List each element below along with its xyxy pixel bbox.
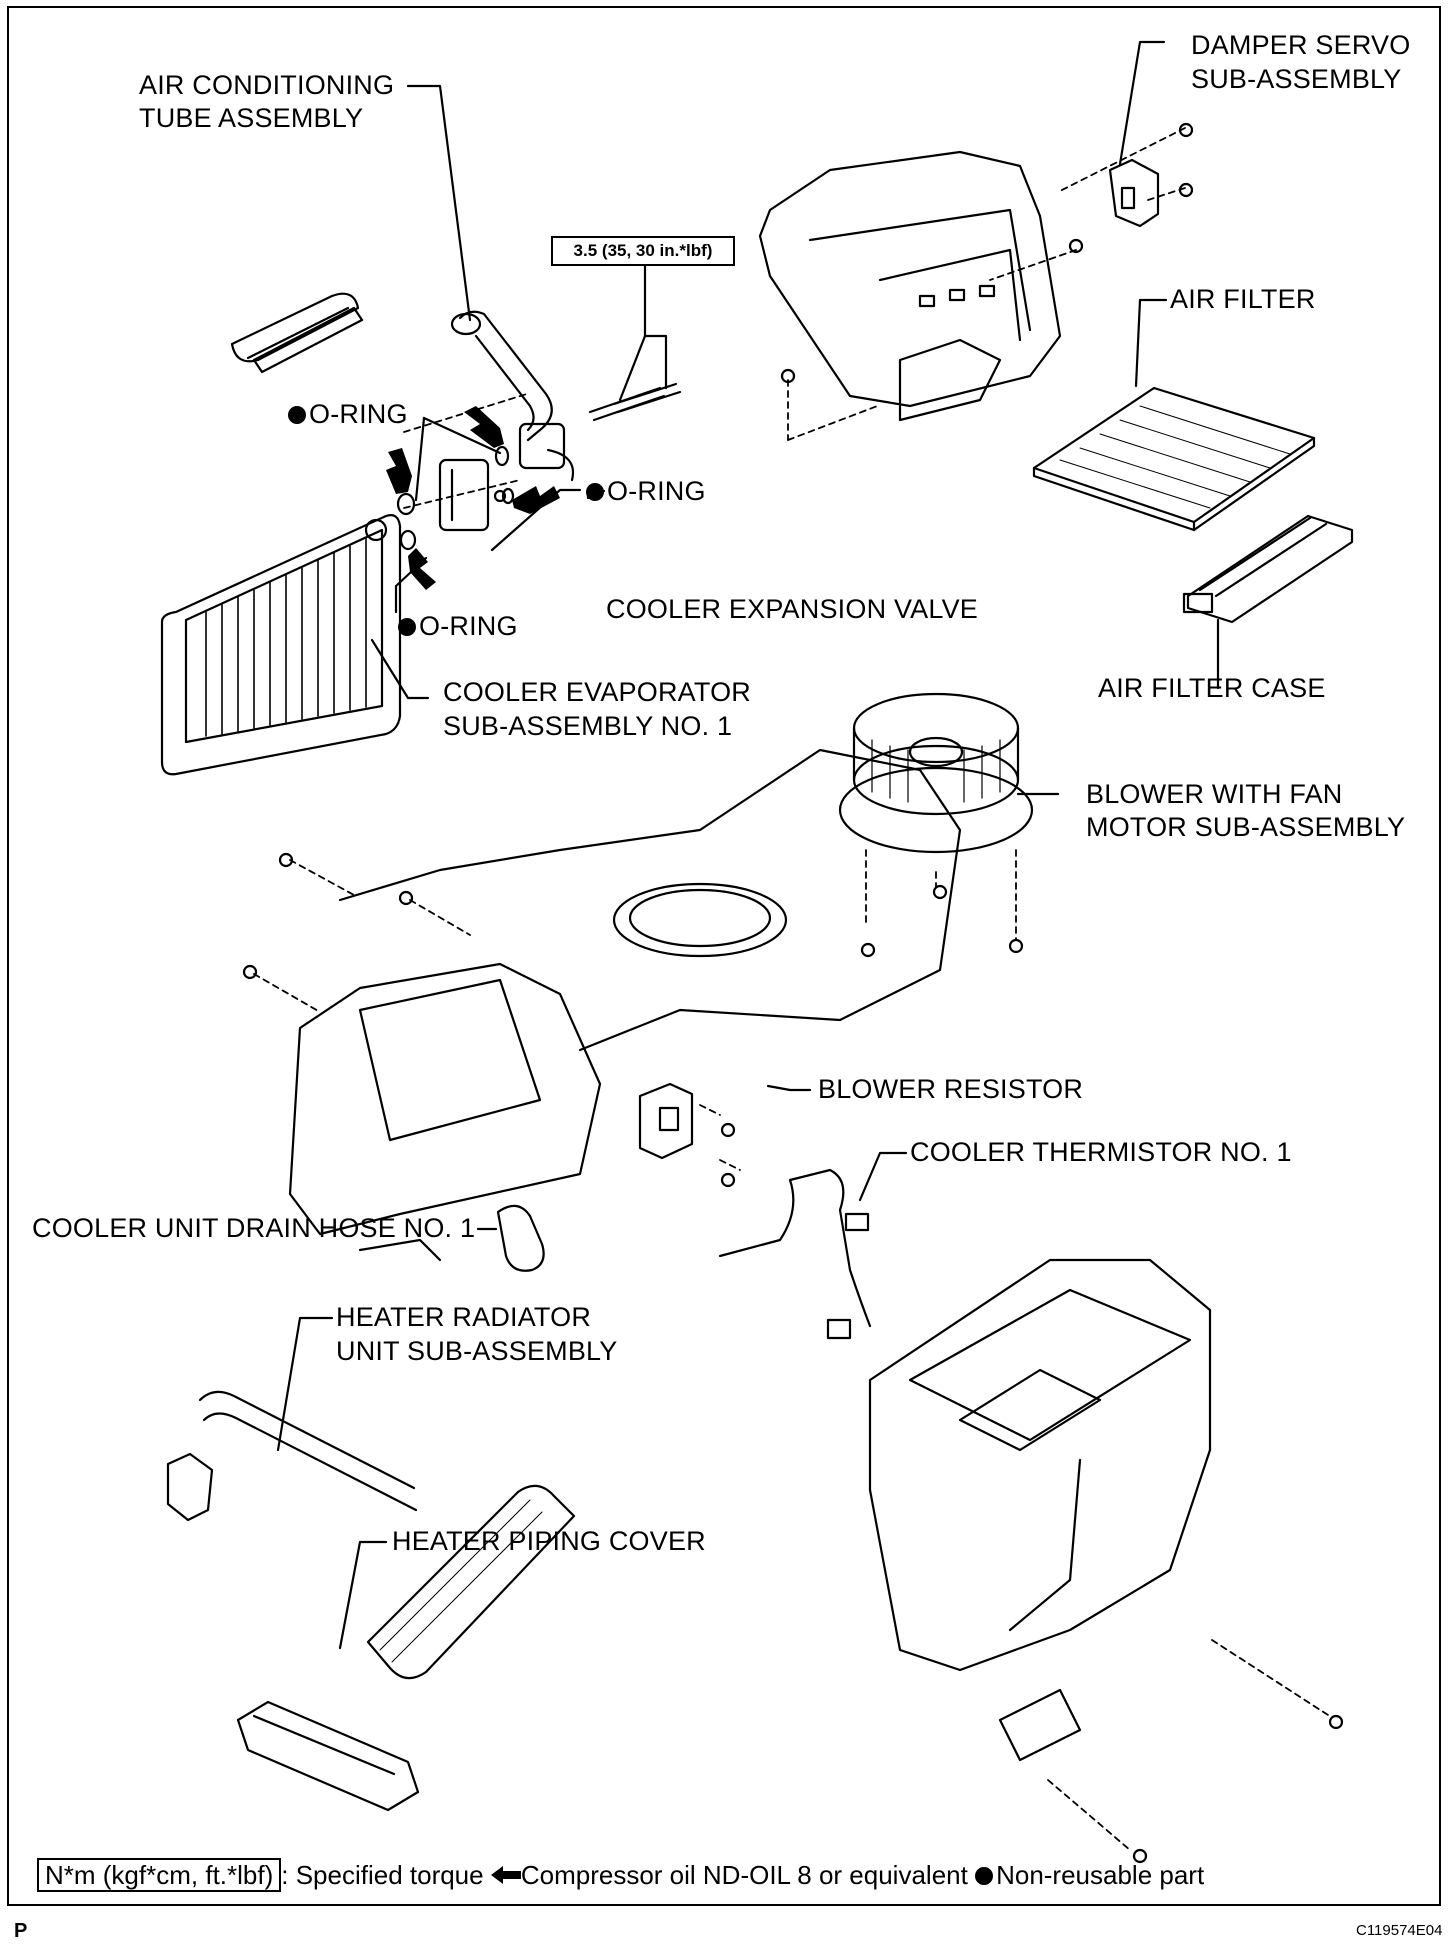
upper-blower-case xyxy=(758,150,1062,422)
label-air-filter: AIR FILTER xyxy=(1170,284,1316,314)
label-heater-piping-cover: HEATER PIPING COVER xyxy=(392,1526,706,1556)
air-filter xyxy=(1032,386,1316,532)
torque-bolts xyxy=(588,382,682,422)
cooler-thermistor xyxy=(718,1168,872,1340)
screws xyxy=(242,122,1344,1864)
legend-non-reusable-text: Non-reusable part xyxy=(996,1860,1205,1890)
label-blower-fan-motor-1: BLOWER WITH FAN xyxy=(1086,779,1343,809)
heater-piping-cover xyxy=(236,1700,420,1812)
air-conditioning-tube-assembly xyxy=(450,310,575,482)
legend-oil-text: Compressor oil ND-OIL 8 or equivalent xyxy=(520,1860,968,1890)
lower-heater-case xyxy=(868,1258,1212,1762)
label-o-ring-bottom: O-RING xyxy=(398,610,518,643)
damper-servo-sub-assembly xyxy=(1108,158,1160,228)
cooler-evaporator-sub-assembly xyxy=(160,514,402,776)
torque-spec-box: 3.5 (35, 30 in.*lbf) xyxy=(551,236,735,266)
heater-radiator-unit xyxy=(166,1390,576,1680)
label-damper-servo-1: DAMPER SERVO xyxy=(1191,30,1411,60)
label-cooler-evaporator-1: COOLER EVAPORATOR xyxy=(443,677,751,707)
fastener-dash-lines xyxy=(253,127,1329,1851)
legend-torque-text: : Specified torque xyxy=(281,1860,484,1890)
evaporator-packing xyxy=(230,292,364,374)
non-reusable-dot xyxy=(586,483,604,501)
label-cooler-evaporator-2: SUB-ASSEMBLY NO. 1 xyxy=(443,711,733,741)
legend-oil-arrow-icon xyxy=(490,1866,521,1884)
label-o-ring-right: O-RING xyxy=(586,475,706,508)
blower-with-fan-motor xyxy=(838,692,1034,854)
label-cooler-thermistor: COOLER THERMISTOR NO. 1 xyxy=(910,1137,1292,1167)
diagram-frame xyxy=(7,6,1441,1906)
figure-id: C119574E04 xyxy=(1356,1922,1443,1939)
label-drain-hose: COOLER UNIT DRAIN HOSE NO. 1 xyxy=(32,1213,476,1243)
label-cooler-expansion-valve: COOLER EXPANSION VALVE xyxy=(606,594,979,624)
blower-resistor xyxy=(638,1082,694,1160)
legend-non-reusable-dot xyxy=(975,1867,994,1885)
label-heater-radiator-2: UNIT SUB-ASSEMBLY xyxy=(336,1336,618,1366)
cooler-expansion-valve xyxy=(438,458,507,532)
cooler-unit-case xyxy=(288,748,962,1262)
air-filter-case xyxy=(1182,514,1354,624)
label-air-conditioning-tube-1: AIR CONDITIONING xyxy=(139,70,395,100)
label-heater-radiator-1: HEATER RADIATOR xyxy=(336,1302,592,1332)
label-o-ring-top: O-RING xyxy=(288,398,408,431)
cooler-unit-drain-hose xyxy=(496,1204,545,1272)
non-reusable-dot xyxy=(398,618,416,636)
legend-torque-box: N*m (kgf*cm, ft.*lbf) xyxy=(37,1858,282,1892)
label-blower-fan-motor-2: MOTOR SUB-ASSEMBLY xyxy=(1086,812,1406,842)
legend: N*m (kgf*cm, ft.*lbf): Specified torque … xyxy=(37,1858,1205,1892)
label-damper-servo-2: SUB-ASSEMBLY xyxy=(1191,64,1402,94)
page-mark: P xyxy=(14,1920,28,1942)
label-blower-resistor: BLOWER RESISTOR xyxy=(818,1074,1084,1104)
non-reusable-dot xyxy=(288,406,306,424)
oil-application-arrows xyxy=(386,406,560,590)
leader-lines xyxy=(276,40,1220,1650)
label-air-conditioning-tube-2: TUBE ASSEMBLY xyxy=(139,103,364,133)
label-air-filter-case: AIR FILTER CASE xyxy=(1098,673,1326,703)
